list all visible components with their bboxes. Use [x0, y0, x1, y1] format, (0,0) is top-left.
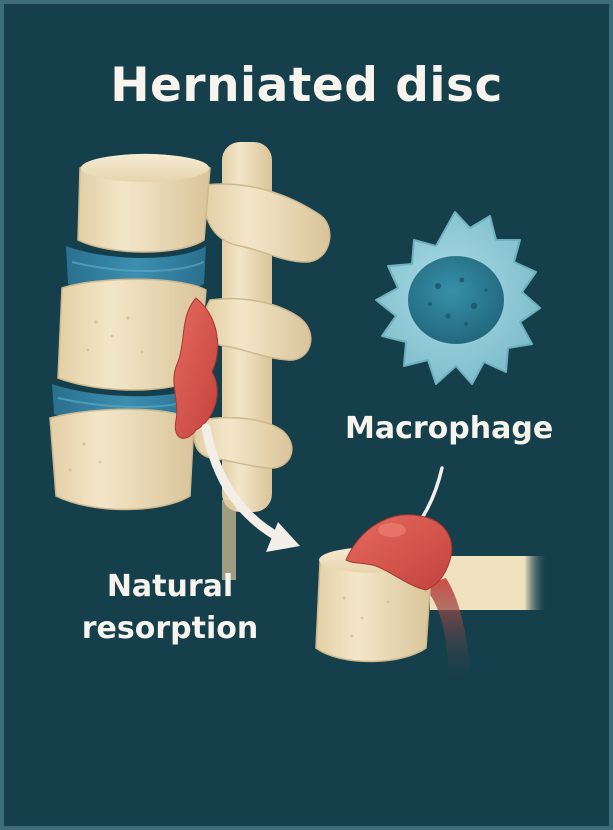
macrophage-nucleus — [408, 256, 504, 344]
macrophage-label: Macrophage — [345, 411, 554, 446]
page-title: Herniated disc — [110, 58, 503, 113]
herniation-tail — [422, 578, 470, 690]
vertebra-lower — [49, 408, 195, 511]
resorption-label-line1: Natural — [106, 569, 234, 604]
vertebra-upper — [77, 153, 211, 253]
curved-arrow — [201, 423, 300, 552]
disc-herniation — [173, 297, 219, 439]
resorption-label-line2: resorption — [81, 611, 259, 646]
herniation-fragment — [345, 514, 453, 591]
vertebra-detail — [315, 514, 548, 690]
macrophage-cell — [375, 211, 541, 385]
spinous-processes — [193, 183, 331, 469]
resorption-label: Natural resorption — [70, 566, 270, 650]
